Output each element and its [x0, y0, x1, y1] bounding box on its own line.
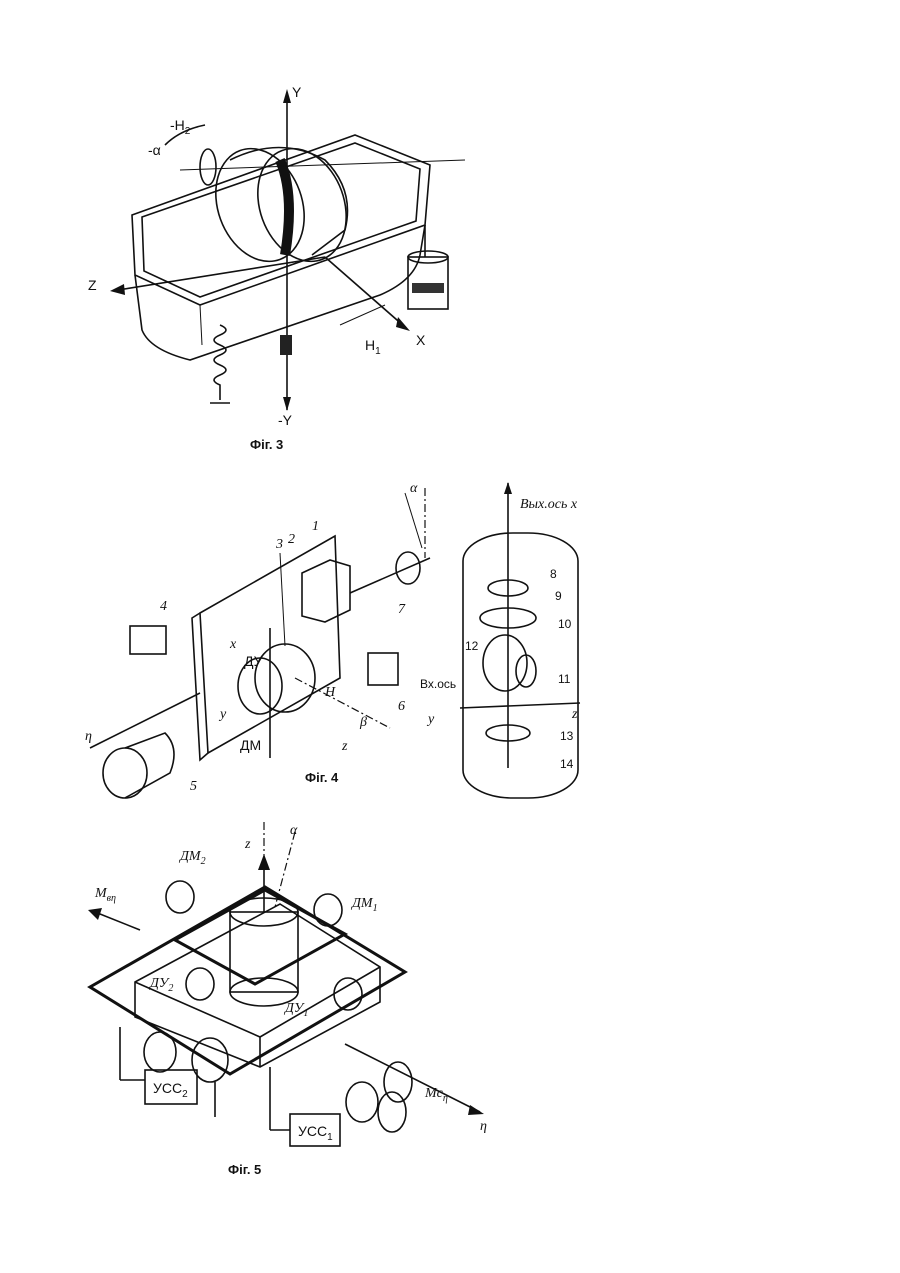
label-n5: 5: [190, 779, 197, 794]
label-alpha: -α: [148, 142, 161, 158]
label-n1: 1: [312, 519, 319, 534]
label-dm: ДМ: [240, 737, 261, 753]
label-n11: 11: [558, 672, 571, 686]
label-h: H: [324, 685, 336, 700]
label-n6: 6: [398, 699, 405, 714]
label-ucc1: УСС1: [298, 1123, 333, 1143]
label-in-axis: Вх.ось: [420, 677, 456, 691]
label-y-top: Y: [292, 84, 302, 100]
left-disc: [144, 1032, 176, 1072]
precession-ring: [200, 149, 216, 185]
label-h1: H1: [365, 337, 381, 357]
label-mc: Mcη: [424, 1086, 448, 1104]
label-z: Z: [88, 277, 97, 293]
figure-5-drawing: z α ДМ2 ДМ1 ДУ2 ДУ1 Mвη УСС2 УСС1: [80, 812, 500, 1192]
input-axis: [460, 703, 580, 708]
label-x: x: [229, 637, 237, 652]
x-arrow: [396, 317, 410, 331]
block-6: [368, 653, 398, 685]
eta-shaft: [345, 1044, 480, 1112]
torquer-dm1: [314, 894, 342, 926]
label-eta: η: [480, 1119, 487, 1134]
center-post: [280, 335, 292, 355]
base-plate-edge: [192, 613, 208, 760]
label-y-bottom: -Y: [278, 412, 293, 428]
label-n4: 4: [160, 599, 167, 614]
figure-5-caption: Фіг. 5: [228, 1162, 261, 1177]
motor-5: [103, 748, 147, 798]
label-n13: 13: [560, 729, 574, 743]
spring: [214, 325, 226, 400]
alpha-axis: [275, 832, 295, 907]
inner-frame: [175, 890, 345, 984]
label-z2: z: [571, 707, 578, 722]
pickoff-du2: [186, 968, 214, 1000]
label-n9: 9: [555, 589, 562, 603]
figure-4: 1 2 3 x ДУ ДМ y H z β 4 5 η 6 7: [80, 478, 590, 808]
label-n14: 14: [560, 757, 574, 771]
label-dm2: ДМ2: [178, 849, 206, 867]
label-n10: 10: [558, 617, 572, 631]
neg-y-arrow: [283, 397, 291, 411]
label-alpha: α: [290, 823, 298, 838]
rotor-band: [280, 160, 289, 255]
right-disc-2: [384, 1062, 412, 1102]
label-z: z: [244, 837, 251, 852]
label-n3: 3: [275, 537, 283, 552]
block-4: [130, 626, 166, 654]
label-y2: y: [426, 712, 435, 727]
label-du: ДУ: [244, 653, 263, 669]
label-x: X: [416, 332, 426, 348]
right-disc-1: [378, 1092, 406, 1132]
output-axis-arrow: [504, 482, 512, 494]
label-mv: Mвη: [94, 886, 116, 904]
gyro-12: [483, 635, 527, 691]
y-arrow: [283, 89, 291, 103]
figure-3-drawing: Y -Y -H2 -α Z X H1: [80, 75, 500, 430]
figure-4-drawing: 1 2 3 x ДУ ДМ y H z β 4 5 η 6 7: [80, 478, 590, 808]
label-n12: 12: [465, 639, 479, 653]
figure-4-caption: Фіг. 4: [305, 770, 338, 785]
label-ucc2: УСС2: [153, 1080, 188, 1100]
mv-vector: [95, 912, 140, 930]
z-arrow: [110, 284, 125, 295]
block-2: [302, 560, 350, 622]
label-out-axis: Вых.ось x: [520, 497, 578, 512]
figure-3: Y -Y -H2 -α Z X H1: [80, 75, 500, 430]
right-motor: [346, 1082, 378, 1122]
h1-vector: [340, 305, 385, 325]
alpha-line: [405, 493, 422, 548]
label-beta: β: [359, 715, 367, 730]
torquer-dm2: [166, 881, 194, 913]
label-n7: 7: [398, 602, 406, 617]
label-alpha: α: [410, 481, 418, 496]
figure-3-caption: Фіг. 3: [250, 437, 283, 452]
label-eta: η: [85, 729, 92, 744]
eta-arrow: [468, 1105, 484, 1115]
label-z: z: [341, 739, 348, 754]
mv-arrow: [88, 908, 102, 920]
label-y: y: [218, 707, 227, 722]
rotor-front: [201, 136, 320, 274]
label-n8: 8: [550, 567, 557, 581]
slab-edge-2: [260, 967, 380, 1037]
x-axis: [325, 257, 405, 327]
leader-3: [280, 553, 285, 646]
label-du2: ДУ2: [148, 976, 173, 994]
gyro-rotor: [255, 644, 315, 712]
damper-fluid: [412, 283, 444, 293]
tray-edge: [200, 305, 202, 345]
figure-5: z α ДМ2 ДМ1 ДУ2 ДУ1 Mвη УСС2 УСС1: [80, 812, 500, 1192]
motor-5-body: [125, 733, 174, 798]
label-n2: 2: [288, 532, 295, 547]
label-dm1: ДМ1: [350, 896, 378, 914]
